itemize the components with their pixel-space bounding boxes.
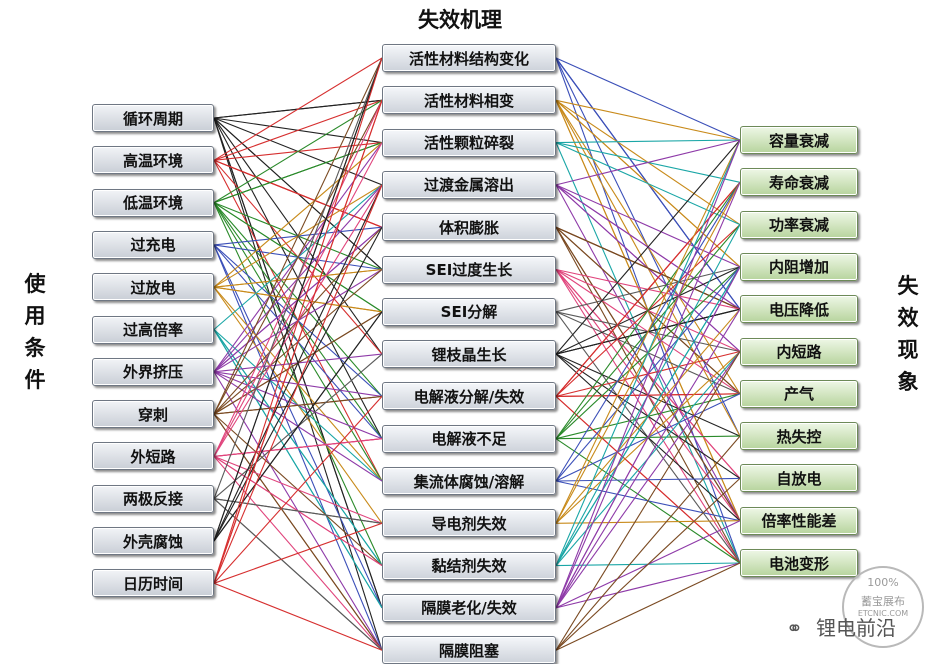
mechanism-box: 黏结剂失效 [382, 551, 556, 580]
mechanism-phenomenon-link [555, 139, 741, 566]
left-column-title: 使 用 条 件 [20, 268, 50, 396]
mechanism-box: 过渡金属溶出 [382, 170, 556, 199]
condition-box: 过放电 [92, 273, 214, 302]
condition-mechanism-link [213, 100, 383, 584]
mechanism-phenomenon-link [555, 139, 741, 609]
mechanism-phenomenon-link [555, 99, 741, 141]
phenomenon-box: 热失控 [740, 422, 858, 451]
mechanism-box: 隔膜阻塞 [382, 636, 556, 664]
condition-box: 低温环境 [92, 188, 214, 217]
mechanism-phenomenon-link [555, 139, 741, 186]
mechanism-box: 导电剂失效 [382, 509, 556, 538]
condition-mechanism-link [213, 99, 383, 161]
phenomenon-box: 产气 [740, 379, 858, 408]
condition-mechanism-link [213, 57, 383, 542]
mechanism-box: 电解液不足 [382, 424, 556, 453]
condition-mechanism-link [213, 142, 383, 288]
stamp-top: 100% [867, 576, 899, 589]
left-title-text: 使 用 条 件 [24, 272, 46, 392]
condition-mechanism-link [213, 498, 383, 651]
phenomenon-box: 寿命衰减 [740, 168, 858, 197]
mechanism-phenomenon-link [555, 181, 741, 440]
condition-mechanism-link [213, 100, 383, 415]
phenomenon-box: 内阻增加 [740, 252, 858, 281]
watermark-icon: ⚭ [786, 616, 803, 640]
mechanism-phenomenon-link [555, 562, 741, 651]
condition-box: 循环周期 [92, 104, 214, 132]
mechanism-phenomenon-link [555, 139, 741, 355]
right-title-text: 失 效 现 象 [897, 274, 919, 394]
mechanism-phenomenon-link [555, 142, 741, 226]
mechanism-phenomenon-link [555, 477, 741, 651]
condition-mechanism-link [213, 396, 383, 584]
mechanism-box: 电解液分解/失效 [382, 382, 556, 411]
mechanism-phenomenon-link [555, 351, 741, 651]
phenomenon-box: 电池变形 [740, 549, 858, 577]
mechanism-phenomenon-link [555, 139, 741, 144]
condition-box: 外壳腐蚀 [92, 527, 214, 555]
condition-mechanism-link [213, 57, 383, 415]
mechanism-phenomenon-link [555, 57, 741, 141]
condition-mechanism-link [213, 438, 383, 457]
condition-mechanism-link [213, 184, 383, 584]
condition-box: 外界挤压 [92, 357, 214, 386]
condition-mechanism-link [213, 57, 383, 161]
condition-mechanism-link [213, 522, 383, 584]
mechanism-phenomenon-link [555, 435, 741, 651]
condition-mechanism-link [213, 57, 383, 499]
mechanism-phenomenon-link [555, 266, 741, 609]
right-column-title: 失 效 现 象 [893, 270, 923, 398]
mechanism-box: 体积膨胀 [382, 213, 556, 242]
mechanism-box: 锂枝晶生长 [382, 340, 556, 369]
watermark-text: 锂电前沿 [816, 616, 896, 640]
stamp-mid: 蓄宝展布 [861, 595, 905, 608]
mechanism-phenomenon-link [555, 351, 741, 609]
phenomenon-box: 电压降低 [740, 295, 858, 324]
stamp-bottom: ETCNIC.COM [857, 609, 909, 618]
mechanism-phenomenon-link [555, 181, 741, 397]
condition-box: 过高倍率 [92, 315, 214, 344]
mechanism-phenomenon-link [555, 266, 741, 566]
phenomenon-box: 容量衰减 [740, 126, 858, 154]
condition-mechanism-link [213, 184, 383, 542]
mechanism-box: 活性颗粒碎裂 [382, 128, 556, 157]
mechanism-phenomenon-link [555, 139, 741, 524]
mechanism-phenomenon-link [555, 520, 741, 524]
phenomenon-box: 内短路 [740, 337, 858, 366]
condition-mechanism-link [213, 57, 383, 584]
watermark-stamp: 100% 蓄宝展布 ETCNIC.COM [842, 566, 924, 648]
mechanism-phenomenon-link [555, 308, 741, 609]
mid-column-title: 失效机理 [418, 8, 502, 32]
mechanism-box: SEI过度生长 [382, 255, 556, 284]
condition-box: 过充电 [92, 230, 214, 259]
mechanism-box: 集流体腐蚀/溶解 [382, 467, 556, 495]
mechanism-phenomenon-link [555, 226, 741, 310]
mechanism-box: SEI分解 [382, 297, 556, 326]
condition-box: 两极反接 [92, 484, 214, 513]
condition-box: 日历时间 [92, 569, 214, 598]
mechanism-box: 活性材料结构变化 [382, 44, 556, 72]
condition-mechanism-link [213, 311, 383, 542]
mechanism-phenomenon-link [555, 182, 741, 609]
condition-mechanism-link [213, 582, 383, 651]
phenomenon-box: 自放电 [740, 464, 858, 493]
mechanism-box: 隔膜老化/失效 [382, 593, 556, 622]
condition-box: 外短路 [92, 442, 214, 471]
mechanism-box: 活性材料相变 [382, 86, 556, 115]
condition-box: 穿刺 [92, 400, 214, 429]
phenomenon-box: 功率衰减 [740, 210, 858, 239]
phenomenon-box: 倍率性能差 [740, 506, 858, 535]
condition-box: 高温环境 [92, 146, 214, 175]
